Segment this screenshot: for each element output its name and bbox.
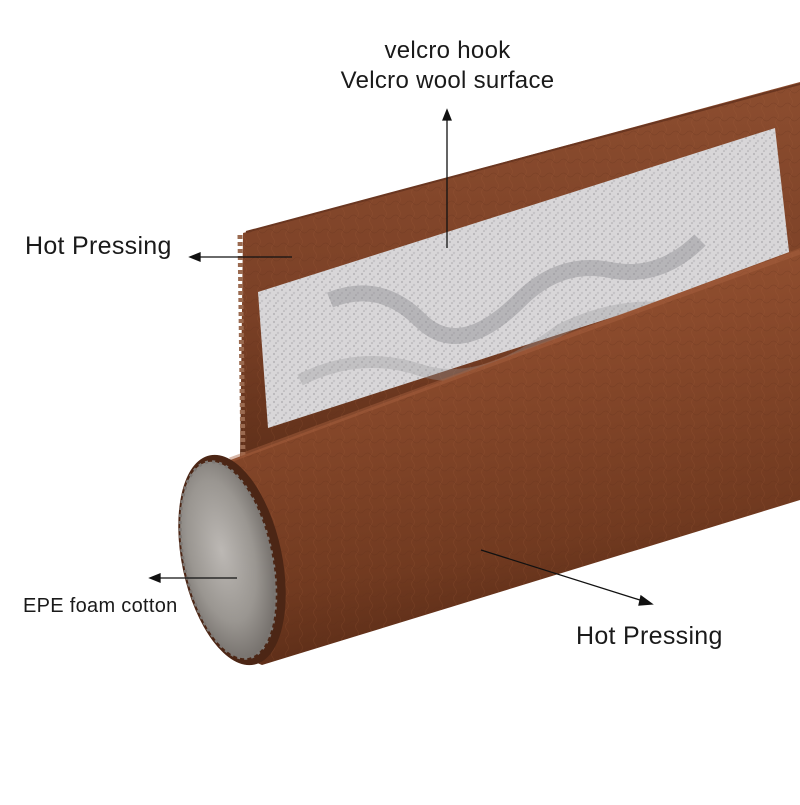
velcro-label-line2: Velcro wool surface (340, 67, 555, 94)
leather-tube (225, 248, 800, 665)
arrow-epe-foam (148, 573, 237, 583)
hot-pressing-top-label: Hot Pressing (25, 232, 172, 260)
velcro-label-line1: velcro hook (384, 37, 511, 64)
arrow-velcro (442, 108, 452, 248)
epe-foam-label: EPE foam cotton (23, 595, 178, 617)
arrow-hot-pressing-top (188, 252, 292, 262)
velcro-label: velcro hook Velcro wool surface (330, 36, 565, 96)
hot-pressing-bottom-label: Hot Pressing (576, 622, 723, 650)
foam-end-cap (178, 454, 286, 666)
leader-arrows (148, 108, 654, 606)
arrow-hot-pressing-bottom (480, 549, 654, 606)
